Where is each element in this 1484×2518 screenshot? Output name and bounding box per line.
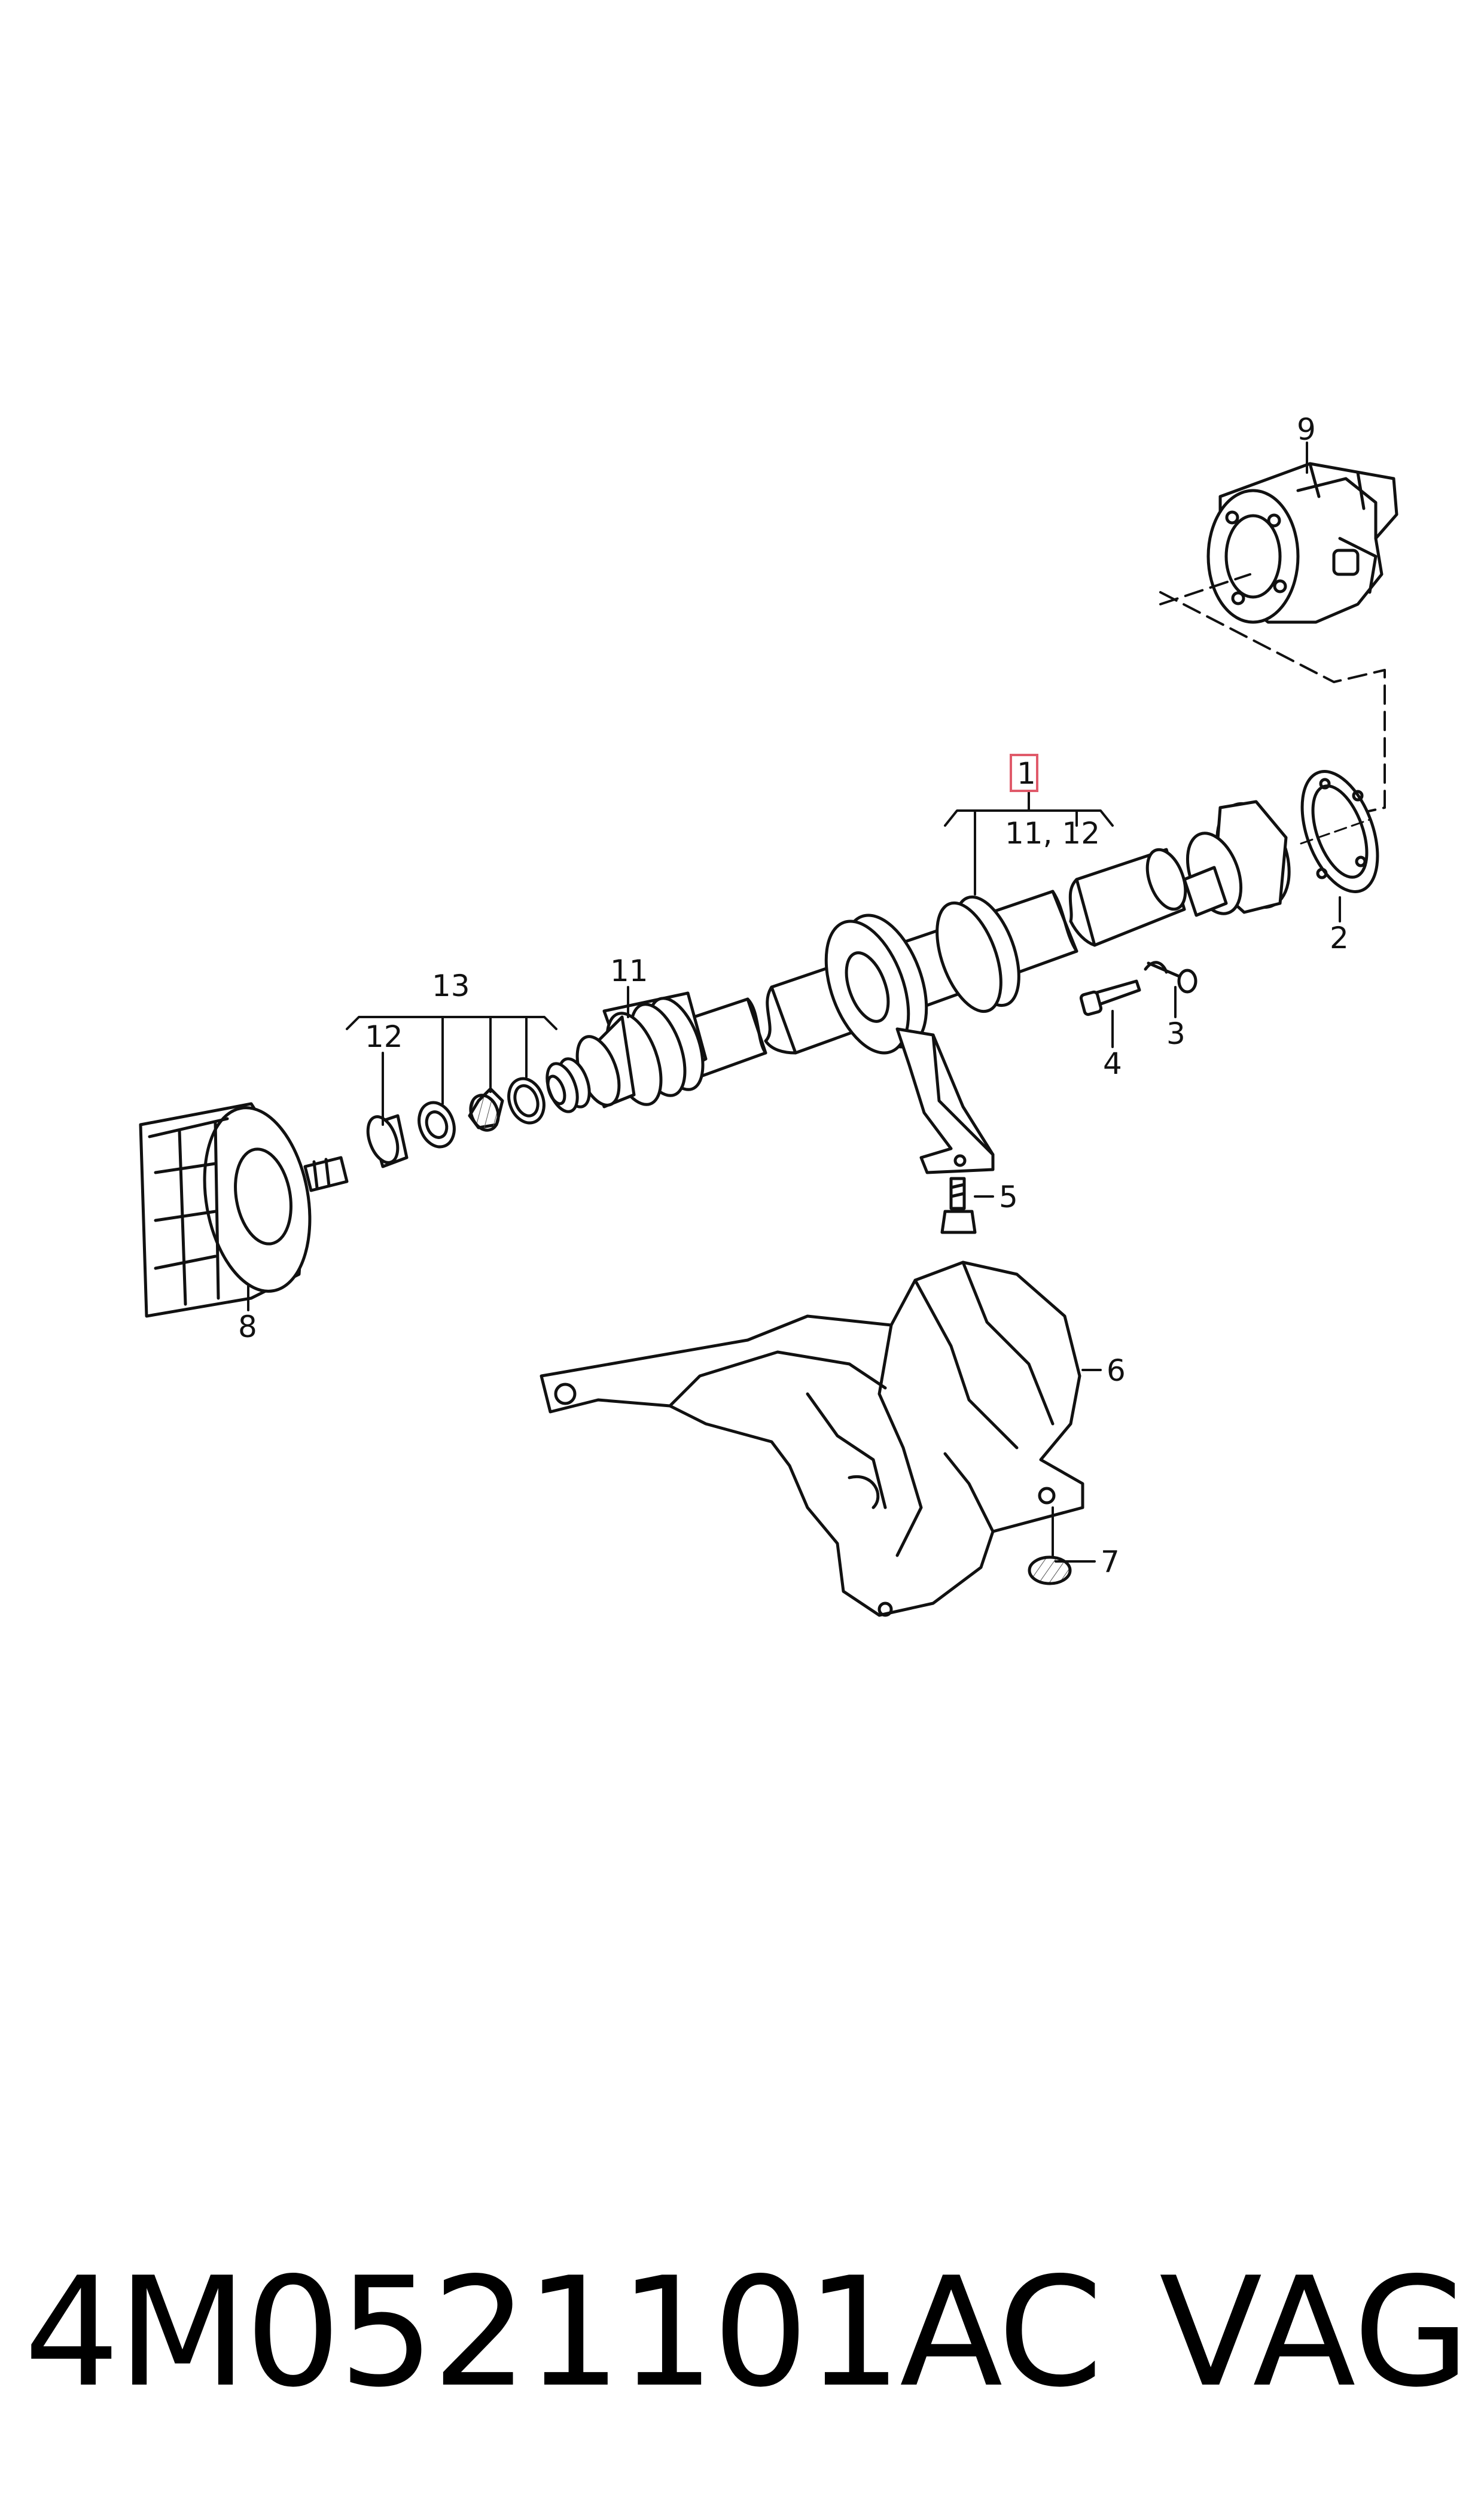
part-number: 4M0521101AC xyxy=(24,2245,1103,2420)
o-ring xyxy=(507,1077,546,1125)
callout-12: 12 xyxy=(365,1019,403,1054)
propshaft-rear-joint xyxy=(1183,800,1291,917)
callout-2: 2 xyxy=(1330,921,1349,955)
washer-3 xyxy=(1144,961,1197,994)
callout-1-sub: 11, 12 xyxy=(1005,816,1100,851)
callout-11: 11 xyxy=(610,954,648,988)
transmission-output xyxy=(139,1102,349,1318)
callout-4: 4 xyxy=(1103,1046,1122,1081)
callout-1: 1 xyxy=(1017,756,1036,791)
propshaft-center-section xyxy=(764,890,1078,1055)
callout-13: 13 xyxy=(432,969,470,1003)
rear-differential xyxy=(1206,462,1398,624)
callout-6: 6 xyxy=(1107,1353,1126,1388)
callout-9: 9 xyxy=(1297,412,1316,447)
leader-lines xyxy=(247,442,1341,1563)
callout-8: 8 xyxy=(238,1310,257,1344)
spring-clip xyxy=(468,1087,504,1132)
nut-7 xyxy=(1028,1555,1072,1585)
propshaft-tube-right xyxy=(1068,848,1187,947)
flange-gasket xyxy=(1300,770,1379,893)
bolt-4 xyxy=(1079,979,1141,1016)
cv-boot-stub xyxy=(546,1057,591,1113)
retaining-ring xyxy=(418,1101,456,1149)
center-bearing-bracket xyxy=(895,1027,995,1174)
bolt-5 xyxy=(940,1177,977,1234)
sleeve xyxy=(366,1114,409,1168)
callout-5: 5 xyxy=(999,1180,1018,1214)
heat-shield xyxy=(540,1260,1084,1617)
alignment-dashed-line xyxy=(1159,573,1386,815)
brand-label: VAG xyxy=(1159,2245,1470,2420)
propshaft-front-section xyxy=(575,991,767,1109)
callout-3: 3 xyxy=(1166,1016,1186,1051)
callout-7: 7 xyxy=(1101,1545,1120,1579)
callout-1-highlight xyxy=(1010,754,1038,792)
